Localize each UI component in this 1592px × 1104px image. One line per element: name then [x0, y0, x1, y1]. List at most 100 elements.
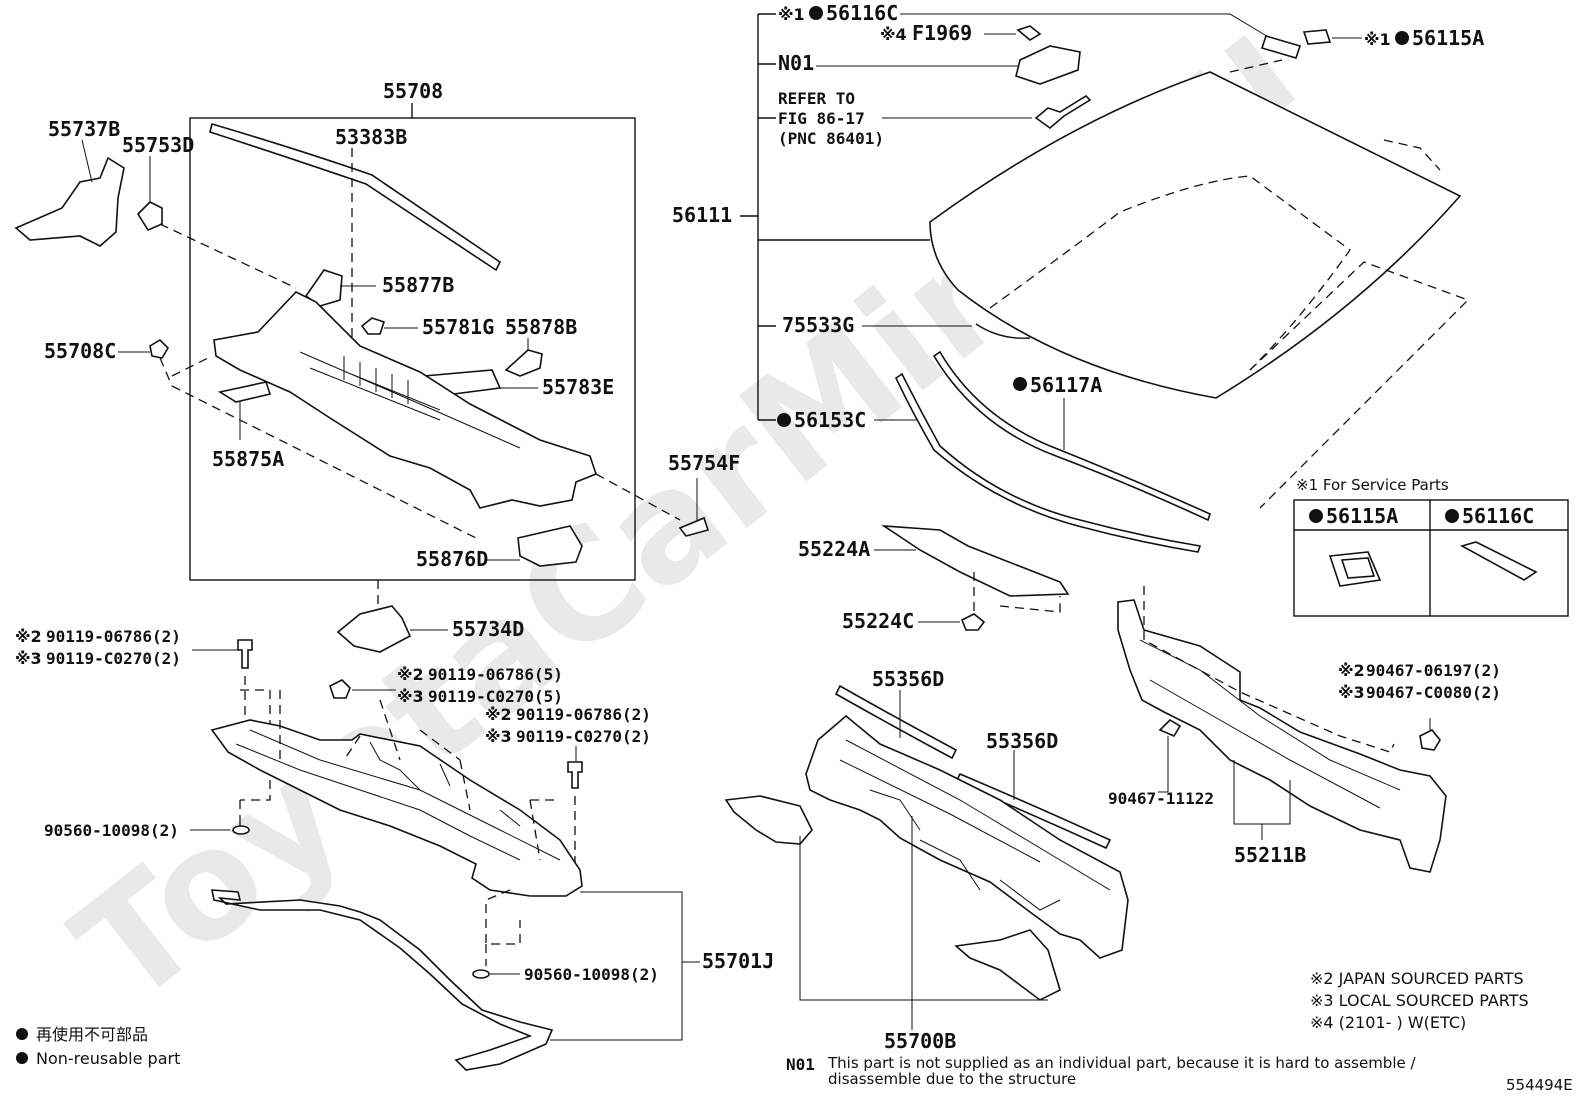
label-55783E: 55783E — [542, 375, 614, 399]
dot-service-56116C — [1445, 509, 1459, 523]
part-cowl-side-bracket-l — [724, 795, 813, 845]
label-55700B: 55700B — [884, 1029, 956, 1053]
part-rain-sensor — [1034, 94, 1092, 130]
label-90119-06786-a: 90119-06786(2) — [46, 627, 181, 646]
label-refer-3: (PNC 86401) — [778, 129, 884, 148]
part-cowl-lower-ext — [954, 929, 1061, 1001]
refmark-3d: ※3 — [1338, 683, 1365, 702]
service-56115A-icon — [1328, 551, 1382, 587]
refmark-2d: ※2 — [1338, 661, 1365, 680]
diagram-id: 554494E — [1506, 1076, 1573, 1094]
label-56111: 56111 — [672, 203, 732, 227]
clip-90467-11122 — [1158, 718, 1182, 738]
grommet-a — [232, 825, 250, 835]
grommet-b — [472, 969, 490, 979]
label-56117A: 56117A — [1030, 373, 1102, 397]
part-55737B — [14, 156, 125, 247]
refmark-1b: ※1 — [1364, 30, 1391, 49]
dot-56116C — [809, 6, 823, 20]
part-55878B — [504, 349, 543, 377]
label-90119-C0270-a: 90119-C0270(2) — [46, 649, 181, 668]
part-F1969 — [1016, 25, 1042, 41]
part-N01 — [1015, 45, 1081, 85]
service-box — [1293, 499, 1569, 617]
refmark-3a: ※3 — [15, 649, 42, 668]
part-windshield-glass — [929, 71, 1462, 399]
refmark-1a: ※1 — [778, 5, 805, 24]
note-japan: ※2 JAPAN SOURCED PARTS — [1310, 969, 1524, 988]
part-55700B — [805, 714, 1129, 959]
bolt-a — [237, 639, 253, 669]
part-55356D-a — [834, 684, 958, 760]
refmark-2c: ※2 — [485, 705, 512, 724]
label-56115A: 56115A — [1412, 26, 1484, 50]
refmark-2a: ※2 — [15, 627, 42, 646]
refmark-3b: ※3 — [397, 687, 424, 706]
label-refer-1: REFER TO — [778, 89, 855, 108]
note-etc: ※4 (2101- ) W(ETC) — [1310, 1013, 1466, 1032]
legend-en: Non-reusable part — [36, 1049, 180, 1068]
service-col2: 56116C — [1462, 504, 1534, 528]
label-55708C: 55708C — [44, 339, 116, 363]
label-55754F: 55754F — [668, 451, 740, 475]
part-53383B — [209, 122, 502, 272]
dot-service-56115A — [1309, 509, 1323, 523]
label-55734D: 55734D — [452, 617, 524, 641]
drain-seal — [211, 889, 554, 1071]
label-53383B: 53383B — [335, 125, 407, 149]
label-F1969: F1969 — [912, 21, 972, 45]
label-55701J: 55701J — [702, 949, 774, 973]
part-55734D — [336, 605, 412, 653]
label-N01: N01 — [778, 51, 814, 75]
label-55737B: 55737B — [48, 117, 120, 141]
part-56115A — [1302, 29, 1332, 45]
clip-90467-06197 — [1419, 728, 1441, 751]
dot-56117A — [1013, 377, 1027, 391]
service-col1: 56115A — [1326, 504, 1398, 528]
label-55781G: 55781G — [422, 315, 494, 339]
legend-dot-ja — [16, 1028, 28, 1040]
label-55211B: 55211B — [1234, 843, 1306, 867]
part-55708C — [149, 338, 170, 359]
part-56117A — [932, 350, 1211, 522]
part-55875A — [217, 381, 272, 403]
part-cowl-louver — [213, 291, 597, 509]
footnote-line1: This part is not supplied as an individu… — [827, 1054, 1416, 1072]
refmark-4: ※4 — [880, 25, 907, 44]
label-55878B: 55878B — [505, 315, 577, 339]
part-55701J — [210, 719, 583, 897]
part-55754F — [678, 516, 710, 537]
label-56153C: 56153C — [794, 408, 866, 432]
bolt-b — [329, 679, 351, 699]
label-55224A: 55224A — [798, 537, 870, 561]
service-56116C-icon — [1459, 541, 1538, 581]
label-55356D-b: 55356D — [986, 729, 1058, 753]
label-90467-11122: 90467-11122 — [1108, 789, 1214, 808]
label-90467-C0080: 90467-C0080(2) — [1366, 683, 1501, 702]
part-55224C — [960, 613, 986, 631]
dot-56153C — [777, 413, 791, 427]
refmark-3c: ※3 — [485, 727, 512, 746]
label-55708: 55708 — [383, 79, 443, 103]
label-90560-10098-a: 90560-10098(2) — [44, 821, 179, 840]
dot-56115A — [1395, 31, 1409, 45]
legend-ja: 再使用不可部品 — [36, 1025, 148, 1044]
label-55356D-a: 55356D — [872, 667, 944, 691]
label-90560-10098-b: 90560-10098(2) — [524, 965, 659, 984]
note-local: ※3 LOCAL SOURCED PARTS — [1310, 991, 1529, 1010]
label-55877B: 55877B — [382, 273, 454, 297]
label-90119-C0270-5: 90119-C0270(5) — [428, 687, 563, 706]
label-55224C: 55224C — [842, 609, 914, 633]
refmark-2b: ※2 — [397, 665, 424, 684]
label-55876D: 55876D — [416, 547, 488, 571]
part-55224A — [881, 524, 1070, 597]
label-75533G: 75533G — [782, 313, 854, 337]
label-55875A: 55875A — [212, 447, 284, 471]
label-90467-06197: 90467-06197(2) — [1366, 661, 1501, 680]
footnote-line2: disassemble due to the structure — [828, 1070, 1076, 1088]
label-90119-06786-2b: 90119-06786(2) — [516, 705, 651, 724]
label-refer-2: FIG 86-17 — [778, 109, 865, 128]
legend-dot-en — [16, 1052, 28, 1064]
